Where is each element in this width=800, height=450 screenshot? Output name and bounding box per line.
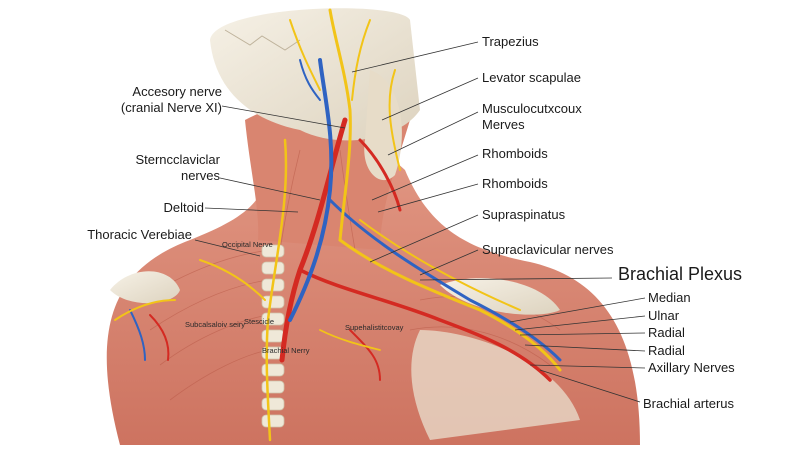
inline-label-suboccipital: Subcalsaloiv seiry xyxy=(185,320,246,329)
label-supraspinatus: Supraspinatus xyxy=(482,207,566,222)
veins xyxy=(129,58,562,362)
label-rhomboids-2: Rhomboids xyxy=(482,176,548,191)
inline-label-brachial-nerve: Brachial Nerry xyxy=(262,346,310,355)
label-ulnar: Ulnar xyxy=(648,308,680,323)
label-trapezius: Trapezius xyxy=(482,34,539,49)
label-deltoid: Deltoid xyxy=(163,200,204,215)
inline-label-supehalistitory: Supehalistitcovay xyxy=(345,323,404,332)
nerves xyxy=(114,8,562,442)
label-radial-1: Radial xyxy=(648,325,685,340)
left-shoulder-bone xyxy=(110,271,180,304)
label-accessory-nerve-line2: (cranial Nerve XI) xyxy=(120,100,222,115)
label-brachial-plexus: Brachial Plexus xyxy=(618,264,743,284)
label-levator-scapulae: Levator scapulae xyxy=(482,70,582,85)
vertebrae xyxy=(261,244,285,428)
label-radial-2: Radial xyxy=(648,343,685,358)
label-musculocutaneous-line1: Musculocutxcoux xyxy=(482,101,582,116)
label-accessory-nerve-line1: Accesory nerve xyxy=(132,84,222,99)
label-musculocutaneous-line2: Merves xyxy=(482,117,525,132)
inline-label-occipital-nerve: Occipital Nerve xyxy=(222,240,273,249)
label-axillary-nerves: Axillary Nerves xyxy=(648,360,735,375)
inline-label-stescicle: Stescicle xyxy=(244,317,275,326)
arteries xyxy=(149,117,552,382)
label-median: Median xyxy=(648,290,691,305)
label-brachial-arterus: Brachial arterus xyxy=(643,396,735,411)
label-sternoclavicular-line1: Sterncclaviclar xyxy=(135,152,220,167)
label-thoracic-vertebrae: Thoracic Verebiae xyxy=(87,227,192,242)
skull-suture xyxy=(224,29,301,51)
leader-lines xyxy=(194,41,646,403)
muscle-fibers xyxy=(139,149,561,401)
label-rhomboids-1: Rhomboids xyxy=(482,146,548,161)
label-supraclavicular-nerves: Supraclavicular nerves xyxy=(482,242,614,257)
right-scapula xyxy=(411,330,580,440)
label-sternoclavicular-line2: nerves xyxy=(180,168,220,183)
